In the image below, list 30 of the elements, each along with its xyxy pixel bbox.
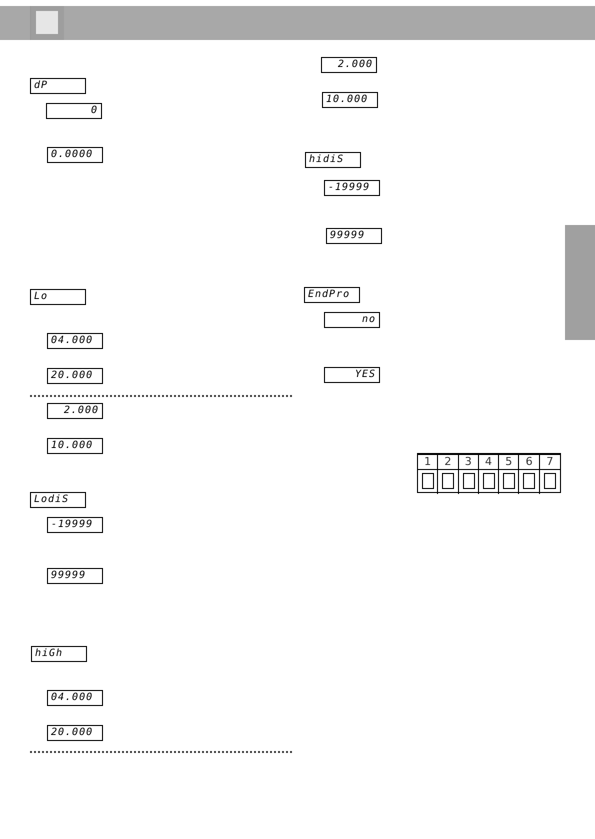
column-number: 4 xyxy=(478,455,500,470)
display-readout: 20.000 xyxy=(47,725,103,741)
display-readout: 0.0000 xyxy=(47,147,103,163)
display-readout: 99999 xyxy=(326,228,382,244)
column-number: 5 xyxy=(499,455,520,470)
column-number: 3 xyxy=(458,455,479,470)
display-readout: -19999 xyxy=(47,517,103,533)
display-readout: 04.000 xyxy=(47,690,103,706)
display-readout: hiGh xyxy=(31,646,87,662)
display-readout: -19999 xyxy=(324,180,380,196)
column-number: 6 xyxy=(519,455,540,470)
display-readout: LodiS xyxy=(30,492,86,508)
display-readout: 04.000 xyxy=(47,333,103,349)
display-readout: YES xyxy=(324,367,380,383)
display-readout: 0 xyxy=(46,103,102,119)
display-readout: hidiS xyxy=(305,152,361,168)
display-readout: 10.000 xyxy=(322,92,378,108)
display-readout: 2.000 xyxy=(47,403,103,419)
side-tab xyxy=(565,225,595,340)
display-readout: 10.000 xyxy=(47,438,103,454)
column-number: 1 xyxy=(418,455,438,470)
display-readout: dP xyxy=(30,78,86,94)
column-number: 7 xyxy=(540,455,560,470)
display-readout: 99999 xyxy=(47,568,103,584)
display-readout: no xyxy=(324,312,380,328)
column-number: 2 xyxy=(438,455,459,470)
display-readout: 2.000 xyxy=(321,57,377,73)
display-readout: Lo xyxy=(30,289,86,305)
display-readout: 20.000 xyxy=(47,368,103,384)
display-readout: EndPro xyxy=(304,287,360,303)
